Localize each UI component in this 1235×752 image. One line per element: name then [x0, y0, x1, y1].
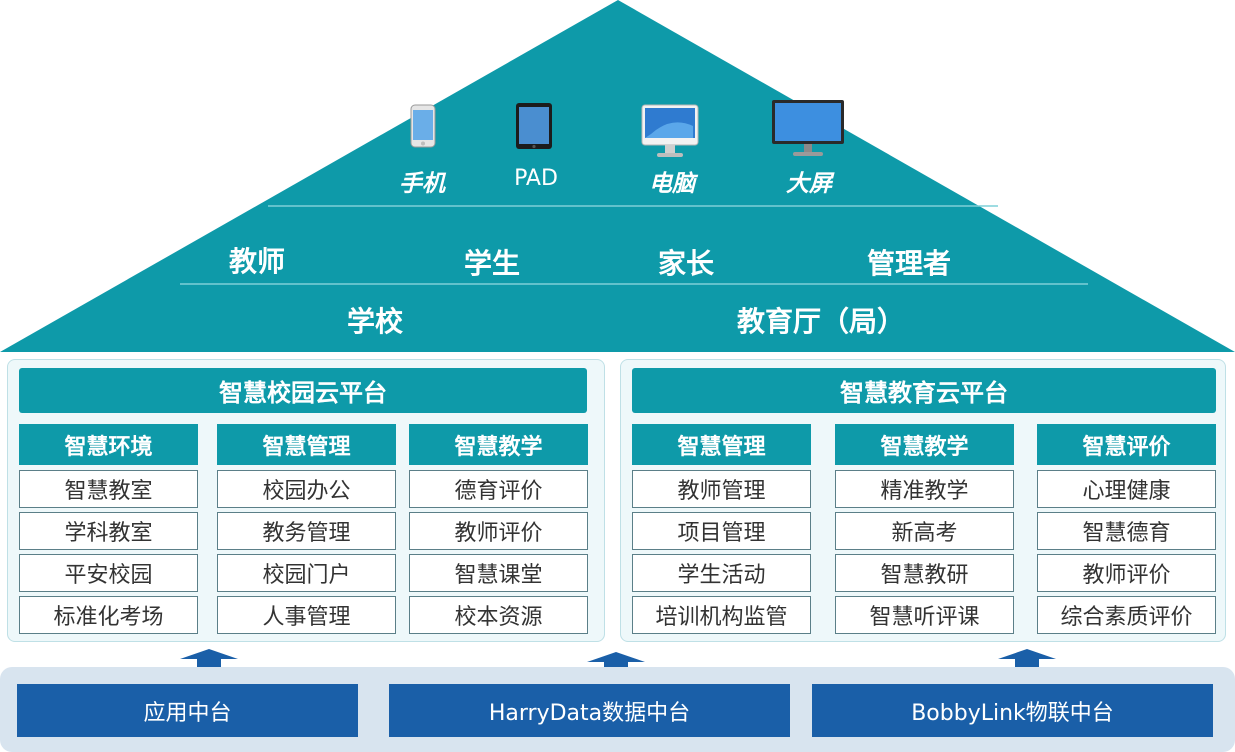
module-cell: 校园门户 [217, 554, 396, 592]
platform-column: 智慧教学 德育评价 教师评价 智慧课堂 校本资源 [409, 424, 588, 638]
platform-column: 智慧管理 教师管理 项目管理 学生活动 培训机构监管 [632, 424, 811, 638]
platform-column: 智慧管理 校园办公 教务管理 校园门户 人事管理 [217, 424, 396, 638]
module-cell: 新高考 [835, 512, 1014, 550]
smart-campus-platform: 智慧校园云平台 智慧环境 智慧教室 学科教室 平安校园 标准化考场 智慧管理 校… [7, 359, 605, 642]
phone-icon [410, 104, 436, 152]
module-cell: 综合素质评价 [1037, 596, 1216, 634]
up-arrow-icon [587, 652, 645, 670]
platform-title: 智慧校园云平台 [19, 368, 587, 413]
module-cell: 智慧教室 [19, 470, 198, 508]
tablet-icon [515, 102, 553, 154]
module-cell: 标准化考场 [19, 596, 198, 634]
device-label-desktop: 电脑 [649, 171, 695, 197]
module-cell: 智慧听评课 [835, 596, 1014, 634]
up-arrow-icon [998, 649, 1056, 667]
role-manager: 管理者 [867, 247, 952, 280]
module-cell: 平安校园 [19, 554, 198, 592]
module-cell: 项目管理 [632, 512, 811, 550]
module-cell: 精准教学 [835, 470, 1014, 508]
module-cell: 智慧课堂 [409, 554, 588, 592]
device-label-phone: 手机 [399, 171, 445, 197]
module-cell: 智慧德育 [1037, 512, 1216, 550]
module-cell: 人事管理 [217, 596, 396, 634]
iot-middle-platform: BobbyLink物联中台 [812, 684, 1213, 737]
module-cell: 培训机构监管 [632, 596, 811, 634]
column-header: 智慧管理 [632, 424, 811, 465]
module-cell: 教师评价 [1037, 554, 1216, 592]
module-cell: 德育评价 [409, 470, 588, 508]
module-cell: 教师评价 [409, 512, 588, 550]
platform-column: 智慧评价 心理健康 智慧德育 教师评价 综合素质评价 [1037, 424, 1216, 638]
platform-column: 智慧教学 精准教学 新高考 智慧教研 智慧听评课 [835, 424, 1014, 638]
platform-title: 智慧教育云平台 [632, 368, 1216, 413]
application-middle-platform: 应用中台 [17, 684, 358, 737]
role-teacher: 教师 [229, 245, 286, 278]
desktop-icon [641, 104, 699, 162]
module-cell: 校园办公 [217, 470, 396, 508]
role-parent: 家长 [658, 247, 715, 280]
role-student: 学生 [464, 247, 521, 280]
up-arrow-icon [180, 649, 238, 667]
module-cell: 心理健康 [1037, 470, 1216, 508]
platform-column: 智慧环境 智慧教室 学科教室 平安校园 标准化考场 [19, 424, 198, 638]
column-header: 智慧教学 [409, 424, 588, 465]
module-cell: 学科教室 [19, 512, 198, 550]
column-header: 智慧环境 [19, 424, 198, 465]
device-label-tablet: PAD [514, 166, 558, 191]
data-middle-platform: HarryData数据中台 [389, 684, 790, 737]
module-cell: 教师管理 [632, 470, 811, 508]
org-education-bureau: 教育厅（局） [737, 305, 906, 338]
module-cell: 智慧教研 [835, 554, 1014, 592]
column-header: 智慧管理 [217, 424, 396, 465]
smart-education-platform: 智慧教育云平台 智慧管理 教师管理 项目管理 学生活动 培训机构监管 智慧教学 … [620, 359, 1226, 642]
monitor-icon [771, 99, 845, 161]
module-cell: 学生活动 [632, 554, 811, 592]
device-label-monitor: 大屏 [786, 171, 832, 197]
roof-triangle [0, 0, 1235, 352]
module-cell: 教务管理 [217, 512, 396, 550]
org-school: 学校 [347, 305, 404, 338]
column-header: 智慧评价 [1037, 424, 1216, 465]
module-cell: 校本资源 [409, 596, 588, 634]
column-header: 智慧教学 [835, 424, 1014, 465]
